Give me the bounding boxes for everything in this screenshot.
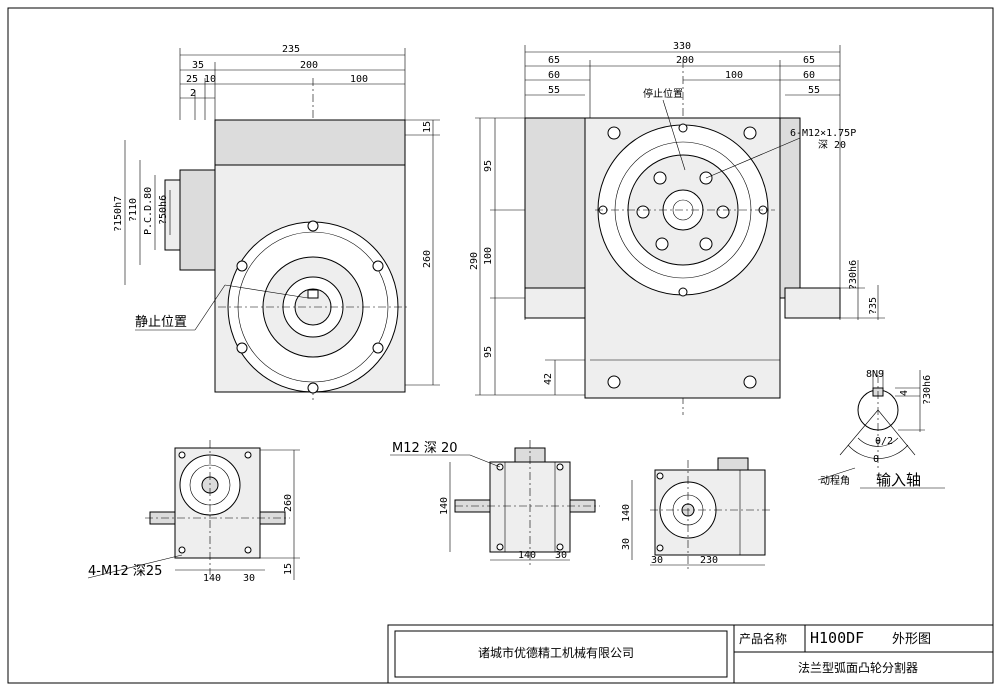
shaft-angle: θ xyxy=(873,454,879,465)
sv2-bolt-label: M12 深 20 xyxy=(392,441,458,456)
shaft-h-label: 4 xyxy=(899,390,910,396)
front-dim-200: 200 xyxy=(300,60,318,71)
side-dim-330: 330 xyxy=(673,41,691,52)
sv1-dim-260: 260 xyxy=(283,494,294,512)
side-depth-label: 深 20 xyxy=(818,139,846,151)
small-view-3: 140 30 30 230 xyxy=(621,457,770,570)
shaft-key-label: 8N9 xyxy=(866,369,884,380)
sv2-dim-30: 30 xyxy=(555,550,567,561)
front-dim-35: 35 xyxy=(192,60,204,71)
side-dim-35: ?35 xyxy=(868,297,879,315)
small-view-2: M12 深 20 140 140 30 xyxy=(390,440,600,565)
side-dim-95a: 95 xyxy=(483,160,494,172)
front-view: 235 35 200 25 10 100 2 ?150h7 ?110 P.C.D… xyxy=(113,44,440,400)
front-dim-235: 235 xyxy=(282,44,300,55)
front-dim-100: 100 xyxy=(350,74,368,85)
side-stop-label: 停止位置 xyxy=(643,87,683,100)
sv3-dim-30-h: 30 xyxy=(651,555,663,566)
side-dim-100: 100 xyxy=(483,247,494,265)
sv1-dim-30: 30 xyxy=(243,573,255,584)
front-dim-110: ?110 xyxy=(128,198,139,222)
side-dim-65a: 65 xyxy=(548,55,560,66)
shaft-angle-half: θ/2 xyxy=(875,436,893,447)
front-stop-label: 静止位置 xyxy=(135,315,187,330)
sheet-border xyxy=(7,7,994,684)
sv3-dim-30-v: 30 xyxy=(621,538,632,550)
input-shaft-label: 输入轴 xyxy=(876,471,921,489)
front-dim-260: 260 xyxy=(422,250,433,268)
side-dim-42: 42 xyxy=(543,373,554,385)
drawing-type: 外形图 xyxy=(892,632,931,647)
side-dim-30h6: ?30h6 xyxy=(848,260,859,290)
front-dim-pcd80: P.C.D.80 xyxy=(143,187,154,235)
product-model: H100DF xyxy=(810,629,864,647)
small-view-1: 260 140 30 15 4-M12 深25 xyxy=(87,440,300,584)
front-dim-10: 10 xyxy=(204,74,216,85)
sv3-dim-140: 140 xyxy=(621,504,632,522)
side-dim-290: 290 xyxy=(469,252,480,270)
sv2-dim-140-v: 140 xyxy=(439,497,450,515)
sv3-dim-230: 230 xyxy=(700,555,718,566)
side-dim-60a: 60 xyxy=(548,70,560,81)
side-thread-label: 6-M12×1.75P xyxy=(790,128,856,139)
front-dim-25: 25 xyxy=(186,74,198,85)
sv1-dim-15: 15 xyxy=(283,563,294,575)
shaft-d-label: ?30h6 xyxy=(922,375,933,405)
front-dim-50h6: ?50h6 xyxy=(158,195,169,225)
sv1-dim-140: 140 xyxy=(203,573,221,584)
product-name-label: 产品名称 xyxy=(739,631,787,646)
side-dim-55b: 55 xyxy=(808,85,820,96)
side-view: 330 65 200 65 60 100 60 55 55 xyxy=(469,41,885,415)
side-dim-55a: 55 xyxy=(548,85,560,96)
sv1-bolt-label: 4-M12 深25 xyxy=(88,564,162,579)
front-dim-15: 15 xyxy=(422,121,433,133)
side-dim-100: 100 xyxy=(725,70,743,81)
shaft-detail: 8N9 4 ?30h6 θ/2 θ 动程角 输入轴 xyxy=(817,369,945,489)
sv2-dim-140-h: 140 xyxy=(518,550,536,561)
company-name: 诸城市优德精工机械有限公司 xyxy=(478,645,634,660)
front-dim-2: 2 xyxy=(190,88,196,99)
shaft-moving-angle-label: 动程角 xyxy=(820,475,850,487)
title-block: 诸城市优德精工机械有限公司 产品名称 H100DF 外形图 法兰型弧面凸轮分割器 xyxy=(387,624,994,684)
product-description: 法兰型弧面凸轮分割器 xyxy=(798,660,918,675)
side-dim-200: 200 xyxy=(676,55,694,66)
side-dim-65b: 65 xyxy=(803,55,815,66)
side-dim-95b: 95 xyxy=(483,346,494,358)
front-dim-150h7: ?150h7 xyxy=(113,196,124,232)
side-dim-60b: 60 xyxy=(803,70,815,81)
